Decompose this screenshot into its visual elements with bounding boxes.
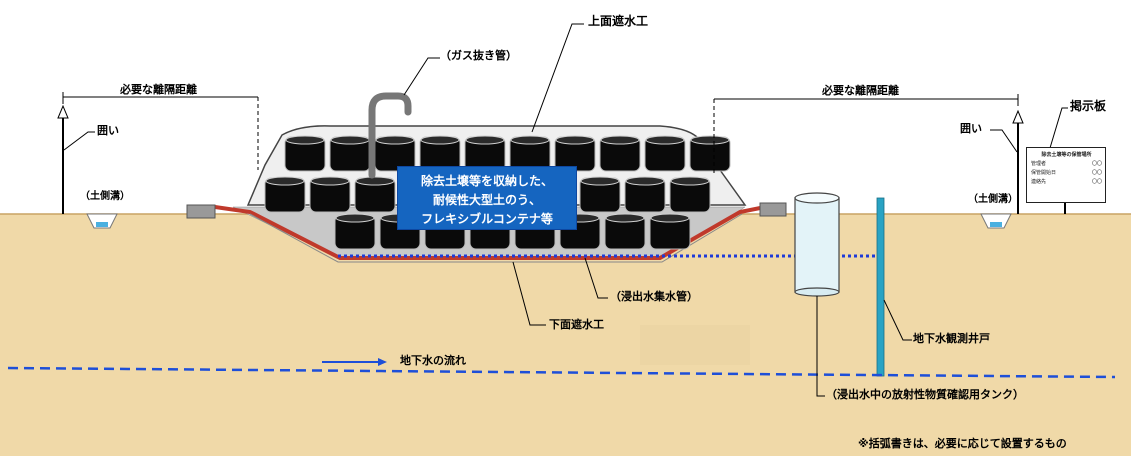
signboard-row: 連絡先 〇〇 (1031, 178, 1102, 187)
container-bags (264, 135, 731, 250)
container-bag-top (465, 135, 505, 145)
label-fence-left: 囲い (97, 124, 119, 137)
fence-left-top (57, 104, 69, 119)
container-bag-top (580, 176, 620, 186)
container-bag-top (605, 213, 645, 223)
container-bag-top (670, 176, 710, 186)
ditch-left-water (96, 222, 108, 227)
container-bag-top (375, 135, 415, 145)
leader-fence-right (990, 129, 1018, 153)
curb-left (186, 204, 216, 219)
gas-vent-pipe (368, 92, 412, 179)
container-bag-top (355, 176, 395, 186)
container-bag-top (265, 176, 305, 186)
groundwater-arrowhead (378, 358, 387, 366)
signboard-row-label: 管理者 (1031, 161, 1047, 167)
leader-gas-vent (403, 57, 440, 96)
label-groundwater-flow: 地下水の流れ (400, 354, 466, 367)
label-leachate-pipe: （浸出水集水管） (610, 290, 698, 303)
container-bag-top (645, 135, 685, 145)
label-fence-right: 囲い (960, 122, 982, 135)
container-bag-top (420, 135, 460, 145)
label-monitoring-well: 地下水観測井戸 (913, 332, 990, 345)
label-ditch-left: （土側溝） (80, 191, 130, 202)
leader-signboard (1049, 107, 1068, 149)
container-bag-top (285, 135, 325, 145)
signboard-row-value: 〇〇 (1091, 170, 1102, 176)
tank-top (794, 192, 840, 204)
leader-fence-left (63, 131, 95, 151)
container-bag-top (330, 135, 370, 145)
bottom-liner (214, 205, 766, 260)
tank (794, 197, 840, 293)
signboard: 除去土壌等の保管場所 管理者〇〇 保管開始日〇〇 連絡先〇〇 (1026, 147, 1106, 203)
groundwater-line (7, 366, 1116, 379)
monitoring-well (876, 197, 885, 377)
tank-bottom (794, 287, 840, 297)
leader-bottom-liner (512, 261, 546, 326)
label-top-cover: 上面遮水工 (588, 14, 649, 28)
container-bag-top (600, 135, 640, 145)
label-gas-vent: （ガス抜き管） (440, 49, 517, 62)
leader-tank (816, 296, 825, 397)
signboard-row-value: 〇〇 (1091, 179, 1102, 185)
signboard-row: 管理者 〇〇 (1031, 160, 1102, 169)
leader-leachate (584, 257, 608, 299)
label-signboard: 掲示板 (1070, 99, 1107, 113)
container-bag-top (555, 135, 595, 145)
bottom-liner-inner (249, 213, 743, 263)
leader-well (883, 299, 912, 341)
container-label-line1: 除去土壌等を収納した、 (420, 174, 553, 188)
fence-right-top (1012, 109, 1024, 124)
signboard-row-label: 連絡先 (1031, 179, 1047, 185)
ditch-left (86, 213, 118, 229)
container-label-line3: フレキシブルコンテナ等 (421, 212, 553, 226)
curb-right (759, 202, 787, 217)
container-bag-top (510, 135, 550, 145)
signboard-row-value: 〇〇 (1091, 161, 1102, 167)
label-footnote: ※括弧書きは、必要に応じて設置するもの (858, 437, 1067, 450)
container-label-box: 除去土壌等を収納した、 耐候性大型土のう、 フレキシブルコンテナ等 (397, 166, 577, 230)
leader-lines (63, 23, 1068, 397)
container-bag-top (650, 213, 690, 223)
signboard-row-label: 保管開始日 (1031, 170, 1057, 176)
label-separation-right: 必要な離隔距離 (822, 84, 899, 97)
signboard-row: 保管開始日 〇〇 (1031, 169, 1102, 178)
container-bag-top (625, 176, 665, 186)
container-bag-top (310, 176, 350, 186)
label-separation-left: 必要な離隔距離 (120, 83, 197, 96)
container-label-line2: 耐候性大型土のう、 (432, 193, 541, 207)
ditch-right-water (990, 222, 1002, 227)
container-bag-top (335, 213, 375, 223)
signboard-title: 除去土壌等の保管場所 (1041, 152, 1092, 158)
label-ditch-right: （土側溝） (968, 194, 1018, 205)
watermark-block (640, 325, 750, 365)
container-bag-top (690, 135, 730, 145)
ditch-right (980, 213, 1012, 229)
leader-top-cover (531, 23, 584, 133)
label-tank: （浸出水中の放射性物質確認用タンク） (826, 388, 1024, 401)
label-bottom-liner: 下面遮水工 (549, 318, 604, 331)
